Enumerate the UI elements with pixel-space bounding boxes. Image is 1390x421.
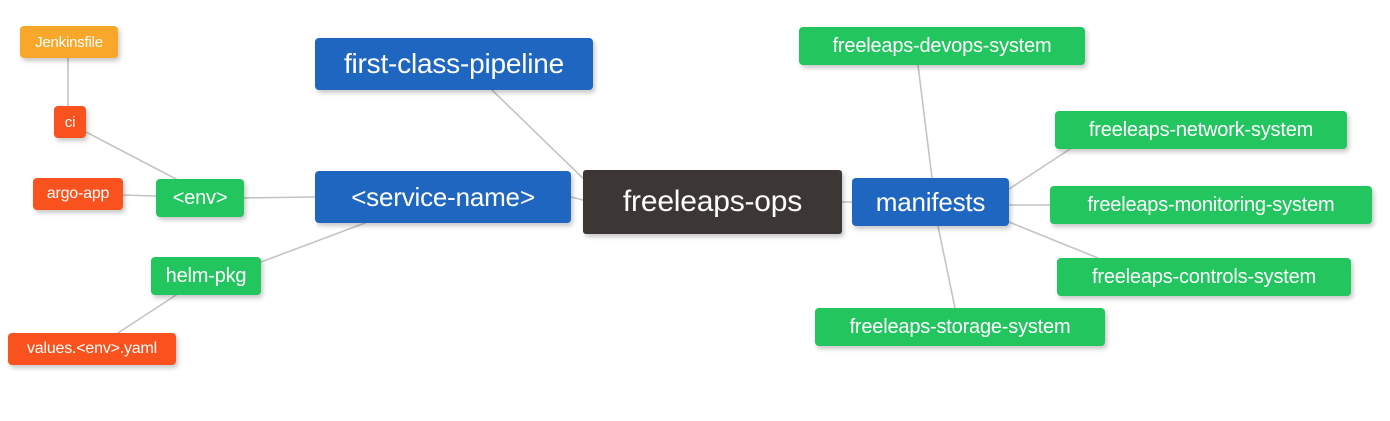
node-label: Jenkinsfile <box>35 33 103 51</box>
node-label: values.<env>.yaml <box>26 340 157 357</box>
node-label: <service-name> <box>351 182 535 212</box>
node-freeleaps-ops[interactable]: freeleaps-ops <box>583 170 842 234</box>
node-ci[interactable]: ci <box>54 106 86 138</box>
node-helm-pkg[interactable]: helm-pkg <box>151 257 261 295</box>
node-label: freeleaps-ops <box>622 185 803 218</box>
node-freeleaps-devops-system[interactable]: freeleaps-devops-system <box>799 27 1085 65</box>
edge-service-name-to-env <box>243 196 316 199</box>
edge-manifests-to-freeleaps-devops-system <box>917 64 933 179</box>
node-label: ci <box>64 113 76 131</box>
edge-manifests-to-freeleaps-controls-system <box>1008 221 1099 259</box>
node-argo-app[interactable]: argo-app <box>33 178 123 210</box>
node-service-name[interactable]: <service-name> <box>315 171 571 223</box>
node-jenkinsfile[interactable]: Jenkinsfile <box>20 26 118 58</box>
node-label: freeleaps-storage-system <box>849 316 1071 338</box>
edge-env-to-ci <box>85 131 177 180</box>
node-label: freeleaps-monitoring-system <box>1087 194 1335 216</box>
node-label: manifests <box>875 187 986 217</box>
edge-manifests-to-freeleaps-network-system <box>1008 148 1071 190</box>
node-label: first-class-pipeline <box>343 48 565 79</box>
node-label: freeleaps-network-system <box>1088 119 1314 141</box>
node-freeleaps-controls-system[interactable]: freeleaps-controls-system <box>1057 258 1351 296</box>
node-first-class-pipeline[interactable]: first-class-pipeline <box>315 38 593 90</box>
node-label: argo-app <box>46 185 110 202</box>
node-label: helm-pkg <box>165 265 247 287</box>
edge-helm-pkg-to-values-env-yaml <box>117 294 177 334</box>
edge-freeleaps-ops-to-service-name <box>570 196 584 201</box>
edge-service-name-to-helm-pkg <box>260 222 366 263</box>
node-label: <env> <box>172 187 228 209</box>
node-freeleaps-network-system[interactable]: freeleaps-network-system <box>1055 111 1347 149</box>
node-values-env-yaml[interactable]: values.<env>.yaml <box>8 333 176 365</box>
node-label: freeleaps-devops-system <box>832 35 1052 57</box>
node-manifests[interactable]: manifests <box>852 178 1009 226</box>
node-env[interactable]: <env> <box>156 179 244 217</box>
edge-env-to-argo-app <box>122 194 157 197</box>
edge-manifests-to-freeleaps-storage-system <box>937 225 956 309</box>
node-freeleaps-monitoring-system[interactable]: freeleaps-monitoring-system <box>1050 186 1372 224</box>
node-freeleaps-storage-system[interactable]: freeleaps-storage-system <box>815 308 1105 346</box>
node-label: freeleaps-controls-system <box>1092 266 1316 288</box>
